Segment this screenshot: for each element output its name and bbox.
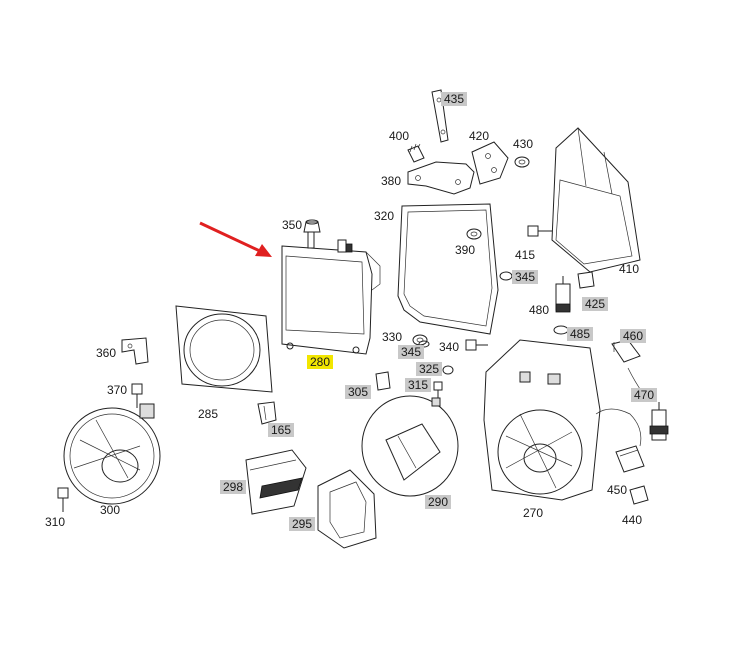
part-470-connector[interactable] bbox=[649, 402, 669, 441]
part-270-fan-assembly[interactable] bbox=[483, 339, 601, 501]
part-330-washer[interactable] bbox=[412, 334, 428, 346]
callout-345-lower[interactable]: 345 bbox=[398, 345, 425, 359]
callout-285[interactable]: 285 bbox=[198, 407, 219, 421]
part-360-bracket[interactable] bbox=[121, 337, 149, 365]
part-298-module[interactable] bbox=[245, 449, 307, 515]
callout-305[interactable]: 305 bbox=[345, 385, 372, 399]
callout-380[interactable]: 380 bbox=[381, 174, 402, 188]
part-370-bolt[interactable] bbox=[131, 383, 143, 408]
part-165-clip[interactable] bbox=[257, 401, 277, 425]
part-415-bolt[interactable] bbox=[527, 225, 552, 237]
part-320-frame[interactable] bbox=[397, 203, 499, 335]
part-285-shroud[interactable] bbox=[175, 305, 273, 393]
part-380-bracket[interactable] bbox=[407, 161, 475, 195]
callout-320[interactable]: 320 bbox=[374, 209, 395, 223]
callout-330[interactable]: 330 bbox=[382, 330, 403, 344]
callout-430[interactable]: 430 bbox=[513, 137, 534, 151]
callout-325[interactable]: 325 bbox=[416, 362, 443, 376]
part-290-housing[interactable] bbox=[361, 395, 459, 497]
part-425-clip[interactable] bbox=[577, 271, 595, 289]
callout-470[interactable]: 470 bbox=[631, 388, 658, 402]
part-305-clip[interactable] bbox=[375, 371, 391, 391]
part-345-washer-upper[interactable] bbox=[499, 271, 513, 281]
callout-315[interactable]: 315 bbox=[405, 378, 432, 392]
part-420-bracket[interactable] bbox=[471, 141, 509, 185]
part-325-nut[interactable] bbox=[442, 365, 454, 375]
part-280-radiator[interactable] bbox=[281, 231, 381, 355]
part-440-terminal[interactable] bbox=[629, 485, 649, 505]
part-315-screw[interactable] bbox=[433, 381, 443, 400]
part-485-seal[interactable] bbox=[553, 325, 569, 335]
callout-300[interactable]: 300 bbox=[100, 503, 121, 517]
wire-arrows bbox=[595, 367, 647, 447]
callout-270[interactable]: 270 bbox=[523, 506, 544, 520]
callout-360[interactable]: 360 bbox=[96, 346, 117, 360]
callout-440[interactable]: 440 bbox=[622, 513, 643, 527]
callout-340[interactable]: 340 bbox=[439, 340, 460, 354]
callout-410[interactable]: 410 bbox=[619, 262, 640, 276]
callout-460[interactable]: 460 bbox=[620, 329, 647, 343]
pointer-arrow bbox=[199, 221, 272, 257]
callout-310[interactable]: 310 bbox=[45, 515, 66, 529]
callout-450[interactable]: 450 bbox=[607, 483, 628, 497]
callout-485[interactable]: 485 bbox=[567, 327, 594, 341]
part-340-bolt[interactable] bbox=[465, 339, 488, 351]
callout-298[interactable]: 298 bbox=[220, 480, 247, 494]
part-410-fan-shroud[interactable] bbox=[551, 127, 641, 273]
callout-415[interactable]: 415 bbox=[515, 248, 536, 262]
callout-350[interactable]: 350 bbox=[282, 218, 303, 232]
callout-390[interactable]: 390 bbox=[455, 243, 476, 257]
part-430-nut[interactable] bbox=[514, 156, 530, 168]
callout-400[interactable]: 400 bbox=[389, 129, 410, 143]
callout-420[interactable]: 420 bbox=[469, 129, 490, 143]
callout-480[interactable]: 480 bbox=[529, 303, 550, 317]
part-300-fan[interactable] bbox=[63, 403, 161, 505]
part-480-switch[interactable] bbox=[555, 276, 571, 313]
part-435-bracket[interactable] bbox=[431, 89, 449, 143]
part-450-relay[interactable] bbox=[615, 445, 645, 473]
callout-435[interactable]: 435 bbox=[441, 92, 468, 106]
callout-370[interactable]: 370 bbox=[107, 383, 128, 397]
part-390-grommet[interactable] bbox=[466, 228, 482, 240]
callout-165[interactable]: 165 bbox=[268, 423, 295, 437]
part-460-relay[interactable] bbox=[611, 339, 641, 363]
part-350-cap[interactable] bbox=[303, 219, 321, 233]
callout-345-upper[interactable]: 345 bbox=[512, 270, 539, 284]
part-400-clip[interactable] bbox=[407, 143, 425, 163]
callout-290[interactable]: 290 bbox=[425, 495, 452, 509]
callout-425[interactable]: 425 bbox=[582, 297, 609, 311]
callout-295[interactable]: 295 bbox=[289, 517, 316, 531]
callout-280[interactable]: 280 bbox=[307, 355, 334, 369]
part-295-duct[interactable] bbox=[317, 469, 377, 549]
part-310-bolt[interactable] bbox=[57, 487, 69, 512]
